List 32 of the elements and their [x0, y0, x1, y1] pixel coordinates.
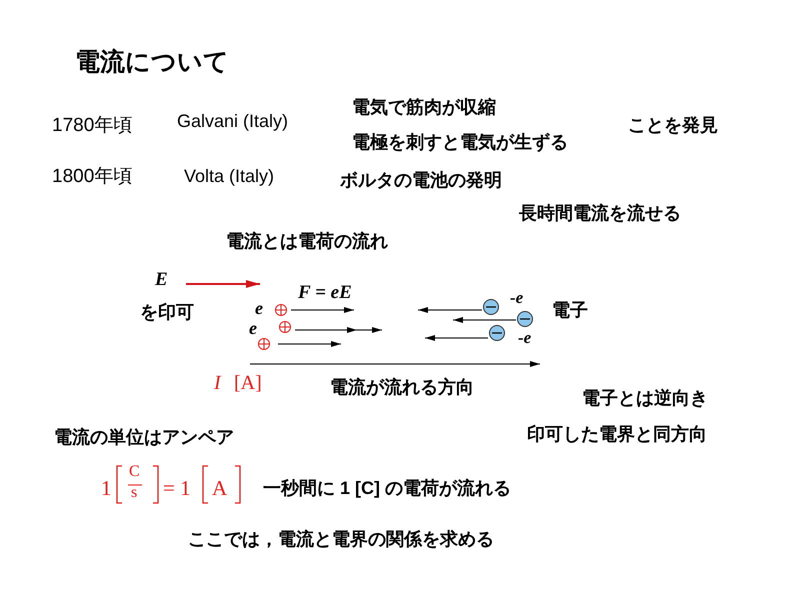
symbol-label: e: [249, 318, 257, 339]
formula: = 1: [163, 476, 191, 500]
note-text: を印可: [140, 302, 194, 323]
formula: 1: [101, 476, 112, 500]
note-text: ことを発見: [628, 115, 718, 136]
heading-text: 電流とは電荷の流れ: [226, 231, 388, 252]
symbol-label: E: [155, 269, 168, 291]
formula: A: [212, 476, 228, 500]
note-text: 電子とは逆向き: [582, 388, 708, 409]
formula: F = eE: [298, 282, 352, 304]
note-text: 一秒間に 1 [C] の電荷が流れる: [263, 478, 512, 499]
name-label: Volta (Italy): [184, 166, 274, 187]
unit-label: [A]: [234, 372, 262, 395]
date-label: 1800年頃: [52, 166, 132, 188]
note-text: 電子: [552, 300, 588, 321]
formula: s: [131, 484, 138, 502]
symbol-label: -e: [510, 288, 524, 308]
note-text: ここでは，電流と電界の関係を求める: [188, 529, 494, 550]
title: 電流について: [75, 48, 229, 77]
heading-text: 電流の単位はアンペア: [54, 427, 234, 448]
note-text: 電流が流れる方向: [330, 377, 474, 398]
symbol-label: I: [214, 372, 221, 395]
note-text: 長時間電流を流せる: [519, 203, 681, 224]
symbol-label: -e: [518, 328, 532, 348]
formula: C: [129, 463, 140, 482]
name-label: Galvani (Italy): [177, 111, 288, 132]
date-label: 1780年頃: [52, 115, 132, 137]
note-text: ボルタの電池の発明: [340, 170, 502, 191]
note-text: 電気で筋肉が収縮: [352, 97, 496, 118]
symbol-label: e: [255, 298, 263, 319]
note-text: 電極を刺すと電気が生ずる: [352, 132, 568, 153]
note-text: 印可した電界と同方向: [527, 424, 707, 445]
